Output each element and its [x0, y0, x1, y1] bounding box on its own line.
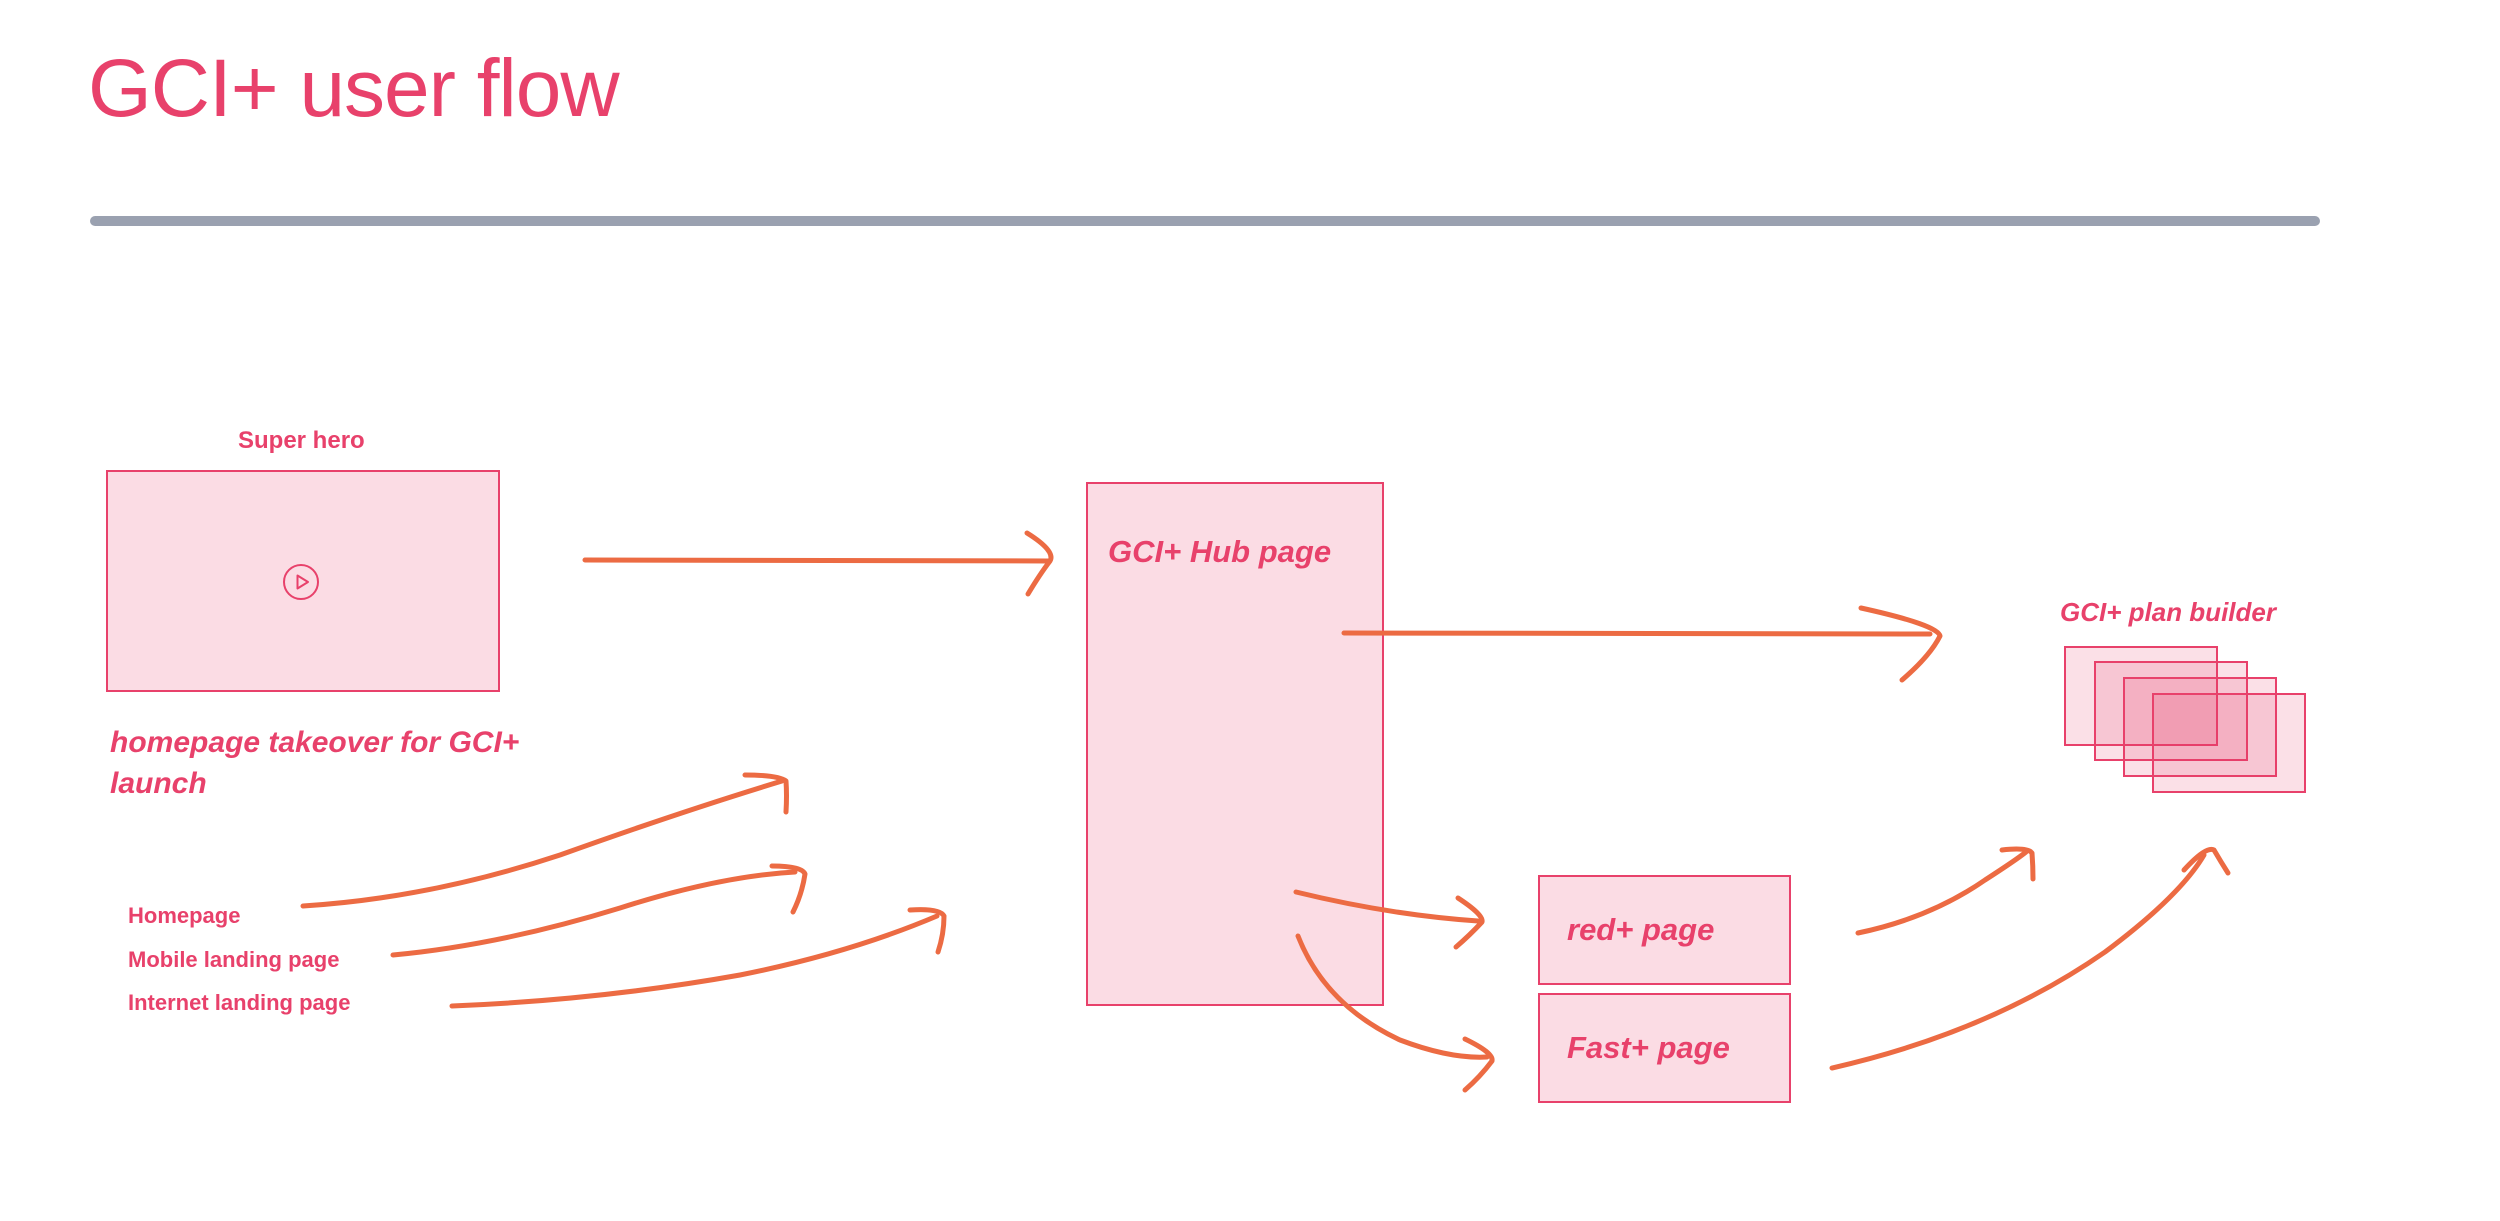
- entry-point-mobile-landing-page[interactable]: Mobile landing page: [128, 947, 340, 972]
- arrow-superhero-to-hub: [582, 530, 1054, 597]
- title-divider: [90, 216, 2320, 226]
- superhero-caption: Super hero: [238, 427, 365, 454]
- gci-hub-page-label: GCI+ Hub page: [1108, 534, 1332, 569]
- arrow-mobile-landing-to-hub: [390, 863, 808, 958]
- homepage-takeover-note: homepage takeover for GCI+ launch: [110, 726, 520, 801]
- arrow-redplus-to-plan-builder: [1855, 846, 2036, 936]
- red-plus-page-label: red+ page: [1567, 912, 1715, 947]
- arrow-internet-landing-to-hub: [449, 907, 947, 1009]
- arrow-hub-to-plan-builder: [1341, 605, 1943, 683]
- red-plus-page-box[interactable]: [1538, 875, 1791, 985]
- superhero-box[interactable]: [106, 470, 500, 692]
- page-title: GCI+ user flow: [88, 43, 620, 134]
- plan-builder-card[interactable]: [2152, 693, 2306, 793]
- arrow-fastplus-to-plan-builder: [1829, 846, 2231, 1071]
- entry-point-homepage[interactable]: Homepage: [128, 903, 241, 928]
- fast-plus-page-label: Fast+ page: [1567, 1030, 1730, 1065]
- entry-point-internet-landing-page[interactable]: Internet landing page: [128, 990, 351, 1015]
- play-circle-icon[interactable]: [282, 563, 320, 601]
- fast-plus-page-box[interactable]: [1538, 993, 1791, 1103]
- plan-builder-caption: GCI+ plan builder: [2060, 597, 2276, 627]
